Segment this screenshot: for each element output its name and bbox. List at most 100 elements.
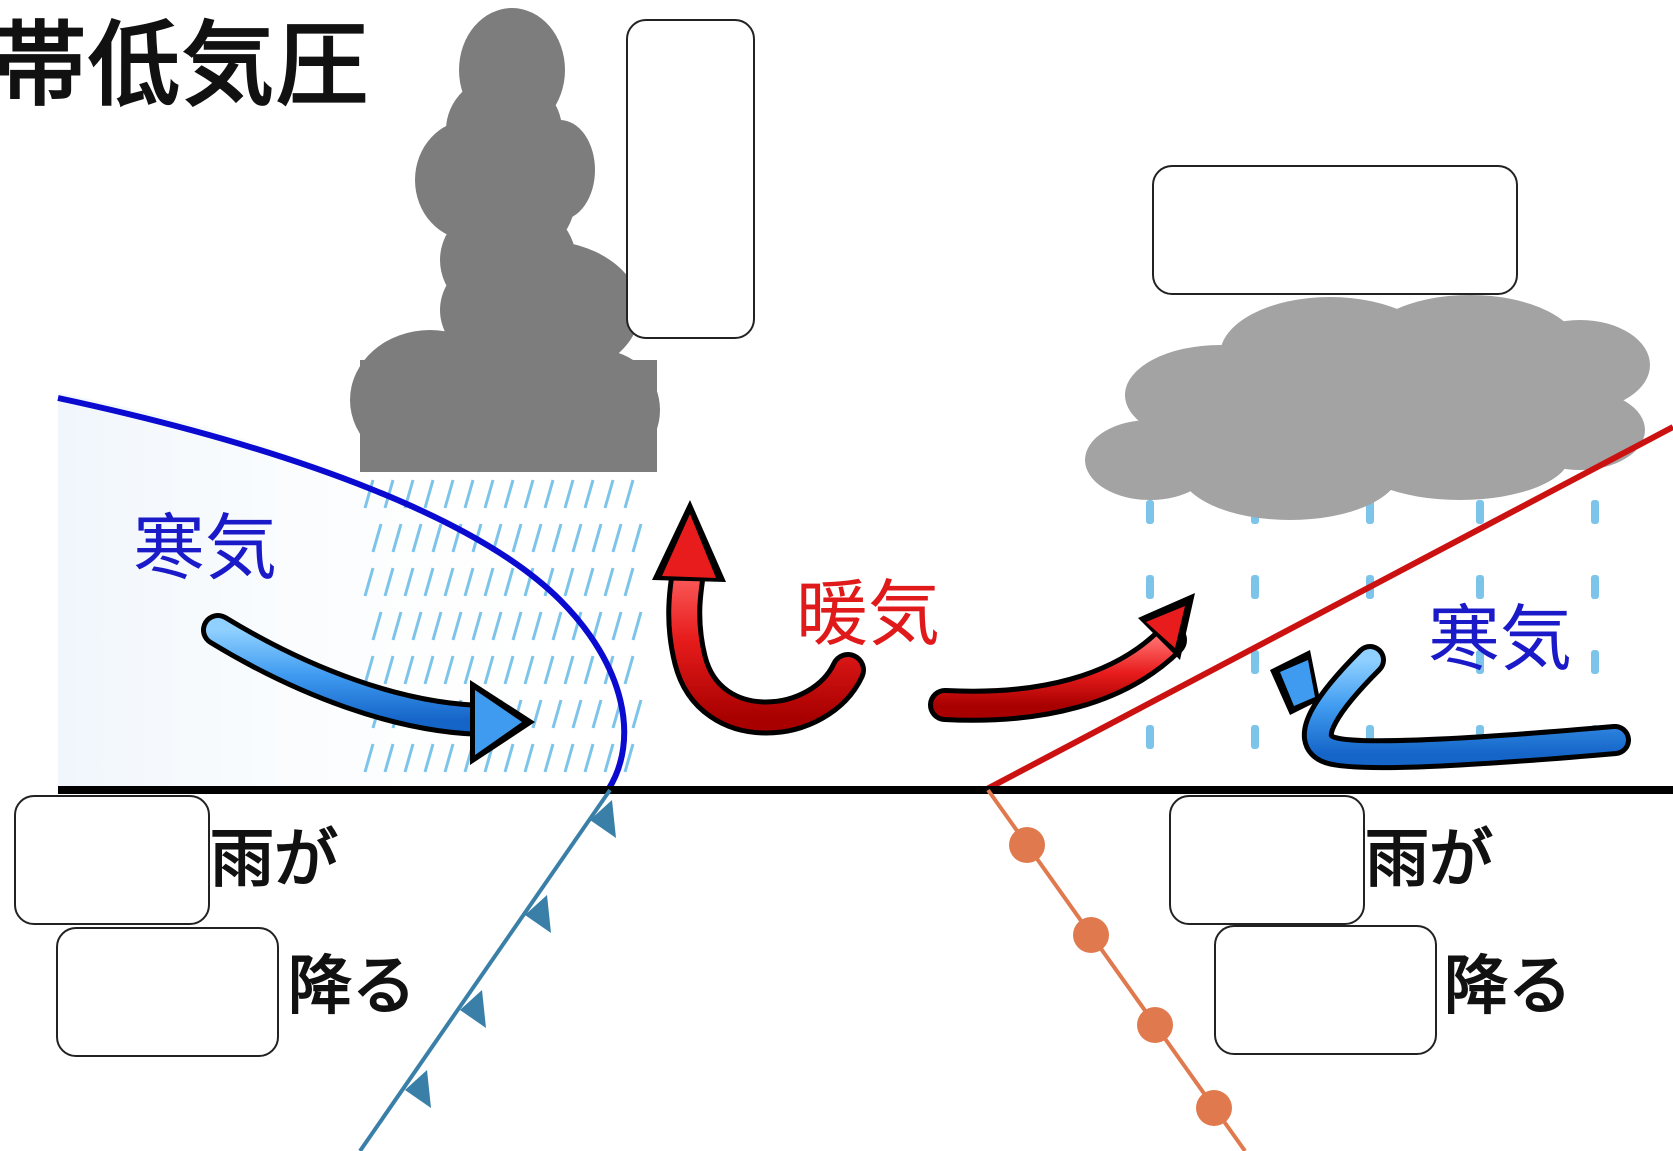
- rain-streak: [423, 567, 435, 597]
- rain-streak: [603, 479, 615, 509]
- rain-streak: [591, 611, 603, 641]
- rain-streak: [631, 699, 643, 729]
- rain-streak: [563, 479, 575, 509]
- answer-blank-left-rain-duration[interactable]: [56, 927, 279, 1057]
- warm-air-arrow-rising: [652, 500, 866, 736]
- rain-streak: [503, 567, 515, 597]
- rain-streak: [523, 479, 535, 509]
- answer-blank-cumulonimbus[interactable]: [626, 19, 755, 339]
- answer-blank-right-rain-type[interactable]: [1169, 795, 1365, 925]
- rain-streak: [391, 611, 403, 641]
- rain-text-right-line1: 雨が: [1365, 823, 1493, 897]
- answer-blank-right-rain-duration[interactable]: [1214, 925, 1437, 1055]
- rain-drop: [1476, 575, 1484, 599]
- cold-front-symbol: [358, 788, 616, 1151]
- rain-streak: [631, 523, 643, 553]
- rain-streak: [383, 743, 395, 773]
- rain-streak: [583, 655, 595, 685]
- rain-streak: [623, 567, 635, 597]
- rain-streak: [363, 655, 375, 685]
- rain-streak: [363, 567, 375, 597]
- rain-streak: [443, 479, 455, 509]
- rain-streak: [411, 611, 423, 641]
- rain-streak: [523, 743, 535, 773]
- rain-streak: [611, 523, 623, 553]
- rain-streak: [531, 611, 543, 641]
- rain-streak: [483, 567, 495, 597]
- cold-air-label-right: 寒気: [1428, 597, 1573, 681]
- rain-streak: [503, 743, 515, 773]
- rain-streak: [631, 611, 643, 641]
- rain-streak: [551, 699, 563, 729]
- rain-streak: [383, 655, 395, 685]
- rain-streak: [531, 523, 543, 553]
- rain-streak: [543, 743, 555, 773]
- rain-streak: [371, 611, 383, 641]
- rain-drop: [1476, 500, 1484, 524]
- warm-air-label: 暖気: [796, 572, 941, 656]
- rain-streak: [583, 743, 595, 773]
- answer-blank-nimbostratus[interactable]: [1152, 165, 1518, 295]
- rain-streak: [611, 611, 623, 641]
- rain-streak: [583, 567, 595, 597]
- warm-front-boundary: [983, 424, 1673, 793]
- answer-blank-left-rain-type[interactable]: [14, 795, 210, 925]
- rain-text-left-line2: 降る: [288, 950, 416, 1024]
- rain-text-left-line1: 雨が: [210, 823, 338, 897]
- rain-text-right-line2: 降る: [1444, 950, 1572, 1024]
- rain-drop: [1251, 575, 1259, 599]
- rain-streak: [551, 611, 563, 641]
- rain-streak: [583, 479, 595, 509]
- rain-streak: [363, 479, 375, 509]
- rain-streak: [571, 611, 583, 641]
- warm-air-arrow-right: [928, 593, 1195, 723]
- rain-drop: [1591, 650, 1599, 674]
- rain-streak: [623, 655, 635, 685]
- cold-air-label-left: 寒気: [133, 506, 278, 590]
- rain-streak: [471, 611, 483, 641]
- rain-streak: [431, 611, 443, 641]
- rain-streak: [531, 699, 543, 729]
- rain-streak: [423, 743, 435, 773]
- rain-streak: [403, 567, 415, 597]
- rain-streak: [511, 611, 523, 641]
- rain-streak: [591, 699, 603, 729]
- rain-streak: [443, 743, 455, 773]
- rain-drop: [1591, 500, 1599, 524]
- warm-front-symbol: [986, 788, 1247, 1151]
- cumulonimbus-cloud-icon: [350, 8, 660, 472]
- rain-streak: [483, 479, 495, 509]
- rain-streak: [511, 523, 523, 553]
- rain-streak: [383, 567, 395, 597]
- rain-streak: [523, 655, 535, 685]
- rain-streak: [623, 743, 635, 773]
- rain-streak: [571, 699, 583, 729]
- rain-streak: [543, 567, 555, 597]
- rain-streak: [543, 655, 555, 685]
- rain-drop: [1146, 500, 1154, 524]
- nimbostratus-cloud-icon: [1085, 295, 1650, 520]
- rain-streak: [483, 655, 495, 685]
- rain-drop: [1146, 725, 1154, 749]
- rain-streak: [551, 523, 563, 553]
- rain-streak: [503, 655, 515, 685]
- cold-air-arrow-left: [201, 613, 535, 765]
- rain-drop: [1251, 650, 1259, 674]
- rain-streak: [503, 479, 515, 509]
- rain-drop: [1146, 575, 1154, 599]
- cold-front-boundary: [57, 395, 628, 792]
- rain-streak: [423, 479, 435, 509]
- rain-streak: [563, 567, 575, 597]
- rain-drop: [1366, 500, 1374, 524]
- rain-streak: [451, 611, 463, 641]
- rain-streak: [423, 655, 435, 685]
- rain-streak: [403, 743, 415, 773]
- rain-streak: [603, 567, 615, 597]
- rain-drop: [1476, 650, 1484, 674]
- rain-streak: [411, 523, 423, 553]
- cold-air-arrow-right: [1270, 644, 1631, 771]
- rain-streak: [431, 523, 443, 553]
- rain-streak: [571, 523, 583, 553]
- rain-drop: [1251, 725, 1259, 749]
- rain-streak: [443, 655, 455, 685]
